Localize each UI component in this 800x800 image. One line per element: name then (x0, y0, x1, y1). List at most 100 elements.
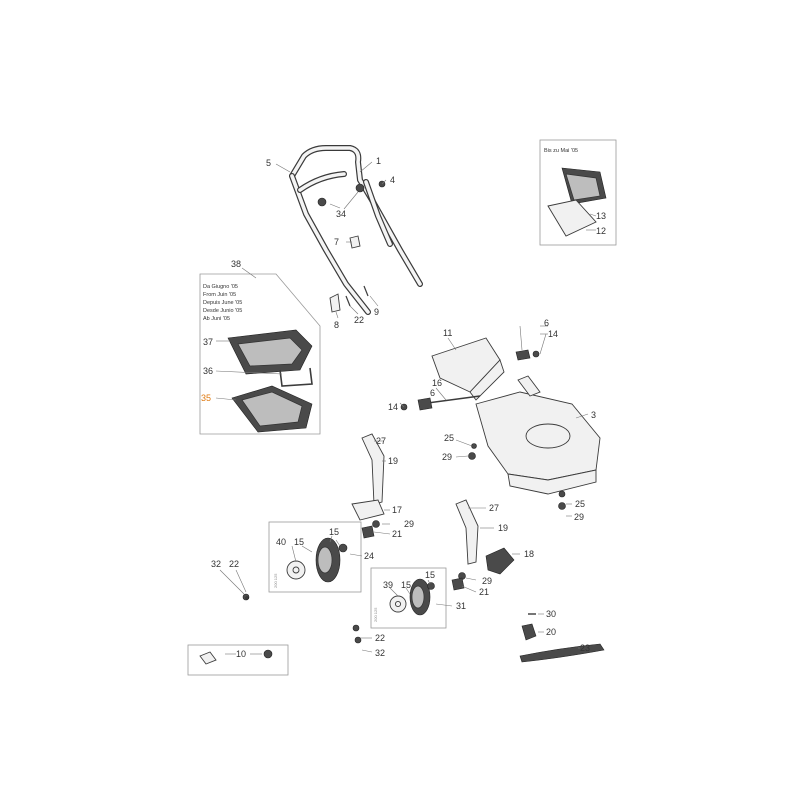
axle-bracket (485, 547, 515, 575)
part-number-label: 27 (489, 503, 499, 513)
part-number-label: 24 (364, 551, 374, 561)
blade-assembly (519, 613, 605, 663)
wheel-cap (427, 582, 435, 590)
part-number-label: 38 (231, 259, 241, 269)
part-number-label: 20 (546, 627, 556, 637)
rod-clip (417, 397, 433, 411)
inset-header-line: Ab Juni '05 (203, 316, 230, 322)
wheel-hub (317, 546, 333, 574)
nut (352, 624, 360, 632)
nut (532, 350, 540, 358)
part-number-label: 10 (236, 649, 246, 659)
axle-bracket (351, 499, 385, 521)
part-number-label-highlighted: 35 (201, 393, 211, 403)
deck-opening (525, 423, 571, 449)
part-number-label: 1 (376, 156, 381, 166)
part-number-label: 36 (203, 366, 213, 376)
upper-handle (289, 145, 423, 287)
deck-assembly (399, 325, 601, 517)
wheel-hub (411, 585, 425, 609)
bolt (471, 443, 477, 449)
blade-adapter (521, 623, 537, 641)
wheel-note: 200 125 (273, 573, 278, 588)
nut (354, 636, 362, 644)
inset-wheel-left: 200 125 (268, 521, 362, 593)
part-number-label: 25 (444, 433, 454, 443)
part-number-label: 22 (354, 315, 364, 325)
inset-frame (370, 567, 447, 629)
part-number-label: 34 (336, 209, 346, 219)
part-number-label: 9 (374, 307, 379, 317)
part-number-label: 29 (442, 452, 452, 462)
part-number-label: 29 (574, 512, 584, 522)
loose-parts (219, 267, 453, 653)
part-number-label: 14 (548, 329, 558, 339)
inset-frame (268, 521, 362, 593)
inset-header-line: Da Giugno '05 (203, 284, 238, 290)
part-number-label: 15 (294, 537, 304, 547)
grass-bag-top-mesh (237, 337, 303, 367)
part-number-label: 3 (591, 410, 596, 420)
part-number-label: 14 (388, 402, 398, 412)
inset-header-line: Bis zu Mai '05 (544, 148, 578, 154)
inset-left: Da Giugno '05 From Juin '05 Depuis June … (199, 273, 321, 435)
bolt (558, 490, 566, 498)
deck-skirt (507, 469, 597, 495)
wheel-note: 200 125 (373, 607, 378, 622)
handle-assembly (275, 145, 423, 319)
inset-header-line: Depuis June '05 (203, 300, 242, 306)
part-number-label: 30 (546, 609, 556, 619)
small-part (199, 651, 217, 665)
part-number-label: 13 (596, 211, 606, 221)
knob (317, 197, 327, 207)
part-number-label: 21 (479, 587, 489, 597)
inset-top-right: Bis zu Mai '05 (539, 139, 617, 246)
part-number-label: 27 (376, 436, 386, 446)
part-number-label: 11 (443, 328, 452, 338)
part-number-label: 18 (524, 549, 534, 559)
inset-frame (199, 273, 321, 435)
part-number-label: 15 (329, 527, 339, 537)
part-number-label: 12 (596, 226, 606, 236)
part-number-label: 7 (334, 237, 339, 247)
part-number-label: 19 (498, 523, 508, 533)
part-number-label: 31 (456, 601, 466, 611)
part-number-label: 22 (375, 633, 385, 643)
bag-handle-frame (279, 367, 313, 387)
part-number-label: 25 (575, 499, 585, 509)
inset-bottom-left (187, 644, 289, 676)
part-number-label: 21 (392, 529, 402, 539)
hinge-clip (515, 349, 531, 361)
inset-wheel-right: 200 125 (370, 567, 447, 629)
axle-left (351, 433, 391, 539)
knob (355, 183, 365, 193)
height-lever (455, 499, 479, 565)
clip (349, 235, 361, 249)
bushing (361, 525, 375, 539)
inset-header-line: Desde Junio '05 (203, 308, 242, 314)
washer-hole (394, 600, 402, 608)
part-number-label: 15 (401, 580, 411, 590)
nut (558, 502, 566, 510)
part-number-label: 39 (383, 580, 393, 590)
part-number-label: 15 (425, 570, 435, 580)
axle-right (451, 499, 520, 593)
part-labels: 1 3 4 5 6 6 7 8 9 10 11 12 13 14 14 15 1… (201, 156, 606, 659)
part-number-label: 37 (203, 337, 213, 347)
part-number-label: 4 (390, 175, 395, 185)
part-number-label: 40 (276, 537, 286, 547)
part-number-label: 29 (482, 576, 492, 586)
part-number-label: 29 (404, 519, 414, 529)
part-number-label: 23 (580, 643, 590, 653)
nut (468, 452, 476, 460)
part-number-label: 32 (211, 559, 221, 569)
deck-chute (517, 375, 541, 397)
part-number-label: 22 (229, 559, 239, 569)
part-number-label: 6 (544, 318, 549, 328)
height-lever (361, 433, 385, 505)
washer-hole (292, 566, 300, 574)
nut (372, 520, 380, 528)
grass-bag-mesh (565, 173, 601, 201)
